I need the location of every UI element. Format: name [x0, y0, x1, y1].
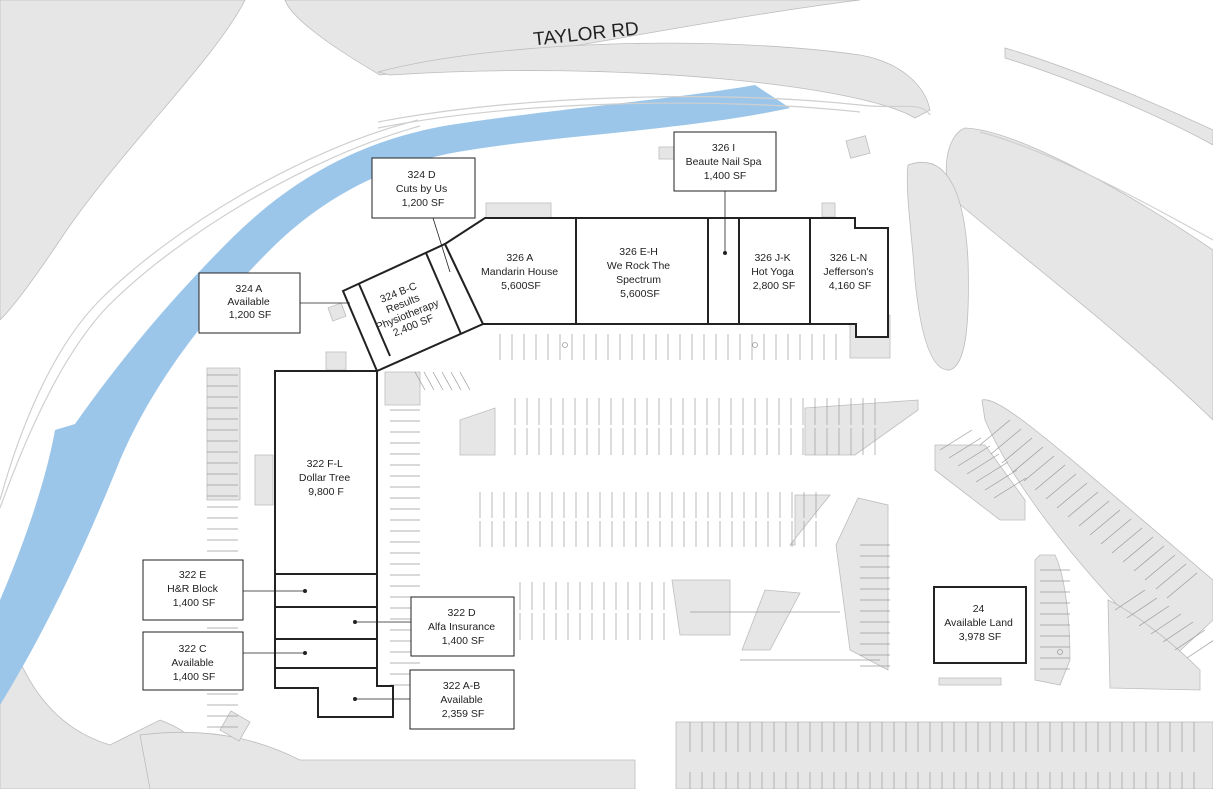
- label-322c: 322 C Available 1,400 SF: [171, 643, 216, 683]
- building-north-strip: [341, 217, 889, 373]
- road-edges: [0, 96, 1213, 509]
- building-326-block: [443, 217, 889, 338]
- label-322ab: 322 A-B Available 2,359 SF: [440, 680, 485, 720]
- label-322d: 322 D Alfa Insurance 1,400 SF: [428, 607, 498, 647]
- label-326jk: 326 J-K Hot Yoga 2,800 SF: [751, 252, 797, 292]
- callout-324a: [198, 272, 301, 334]
- callout-322c: [142, 631, 244, 691]
- divider-324a-bc: [358, 283, 391, 357]
- label-326ln: 326 L-N Jefferson's 4,160 SF: [823, 252, 876, 292]
- label-324d: 324 D Cuts by Us 1,200 SF: [396, 169, 450, 209]
- label-326a: 326 A Mandarin House 5,600SF: [481, 252, 561, 292]
- building-322-block: [274, 370, 394, 718]
- callout-322e: [142, 559, 244, 621]
- divider-324bc-d: [425, 252, 462, 335]
- building-west: [274, 370, 394, 718]
- parking-marks: [562, 342, 1063, 655]
- label-322e: 322 E H&R Block 1,400 SF: [167, 569, 221, 609]
- label-24: 24 Available Land 3,978 SF: [944, 603, 1016, 643]
- parking-stalls: [207, 334, 1213, 789]
- callout-322ab: [409, 669, 515, 730]
- label-324bc: 324 B-C Results Physiotherapy 2,400 SF: [365, 274, 447, 345]
- leaders: [243, 191, 727, 701]
- callout-324d: [371, 157, 476, 219]
- label-326eh: 326 E-H We Rock The Spectrum 5,600SF: [607, 246, 673, 300]
- label-324a: 324 A Available 1,200 SF: [227, 283, 272, 321]
- label-326i: 326 I Beaute Nail Spa 1,400 SF: [686, 142, 765, 182]
- unit-labels: 324 A Available 1,200 SF 324 B-C Results…: [167, 142, 1016, 720]
- callout-326i: [673, 131, 777, 192]
- parcel-24-outline: [933, 586, 1027, 664]
- label-322fl: 322 F-L Dollar Tree 9,800 F: [299, 458, 353, 498]
- callout-322d: [410, 596, 515, 657]
